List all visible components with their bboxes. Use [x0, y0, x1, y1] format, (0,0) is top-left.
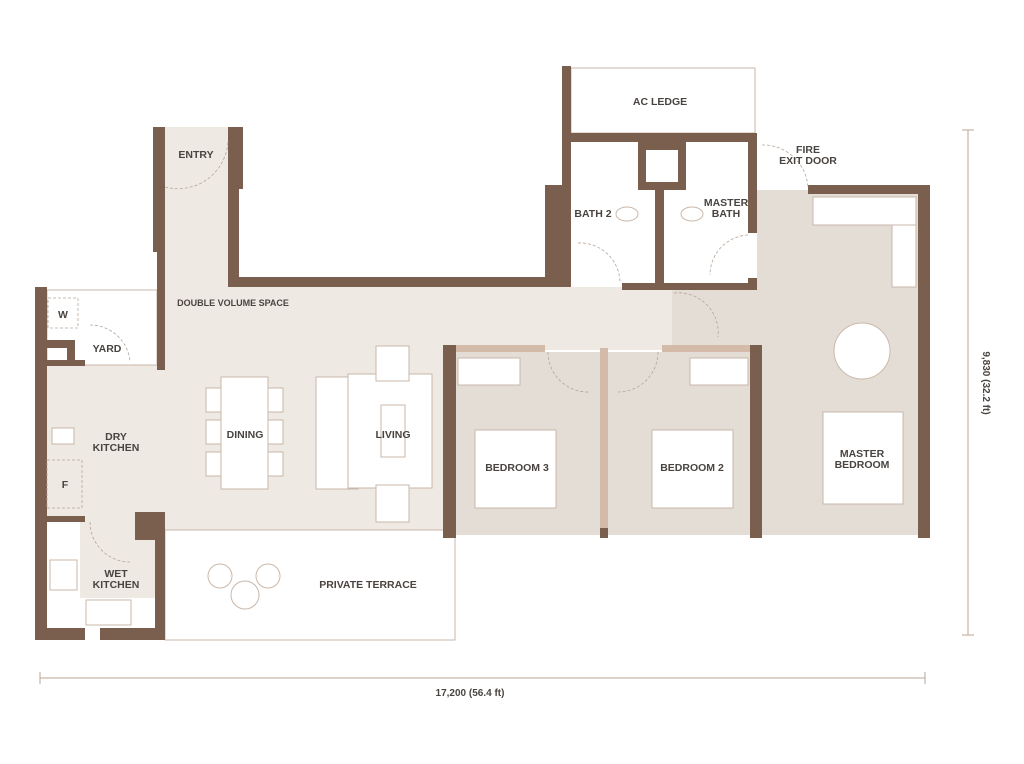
fridge: [46, 459, 83, 509]
toilet-master-bath: [680, 206, 704, 222]
master-bed: [822, 411, 904, 505]
dimension-depth: 9,830 (32.2 ft): [980, 351, 991, 414]
coffee-table: [380, 404, 406, 458]
label-living: LIVING: [375, 429, 410, 441]
toilet-bath2: [615, 206, 639, 222]
bed-2: [651, 429, 734, 509]
label-wet-kitchen-1: WET: [104, 568, 128, 580]
label-double-volume: DOUBLE VOLUME SPACE: [177, 298, 289, 308]
label-yard: YARD: [93, 343, 122, 355]
bed-3: [474, 429, 557, 509]
master-hall-floor: [672, 287, 757, 352]
entry-floor: [165, 127, 228, 287]
label-fire-exit-2: EXIT DOOR: [779, 155, 837, 167]
label-dry-kitchen-2: KITCHEN: [93, 442, 140, 454]
dimension-width: 17,200 (56.4 ft): [436, 688, 505, 699]
label-f: F: [62, 479, 69, 491]
label-entry: ENTRY: [178, 149, 213, 161]
washer: [47, 297, 79, 329]
label-ac-ledge: AC LEDGE: [633, 96, 687, 108]
wardrobe-2: [689, 357, 749, 386]
label-bath2: BATH 2: [574, 208, 611, 220]
furniture: [46, 139, 917, 626]
dimension-lines: [39, 129, 974, 684]
label-master-bath-2: BATH: [712, 208, 740, 220]
wet-sink: [85, 599, 132, 626]
label-master-bedroom-2: BEDROOM: [835, 459, 890, 471]
terrace-table: [230, 580, 260, 610]
label-private-terrace: PRIVATE TERRACE: [319, 579, 417, 591]
label-master-bedroom-1: MASTER: [840, 448, 885, 460]
wardrobe-3: [457, 357, 521, 386]
dining-table: [220, 376, 269, 490]
walk-in-wardrobe: [812, 196, 917, 226]
label-wet-kitchen-2: KITCHEN: [93, 579, 140, 591]
label-master-bath-1: MASTER: [704, 197, 749, 209]
label-w: W: [58, 309, 68, 321]
label-bedroom2: BEDROOM 2: [660, 462, 724, 474]
corridor-floor: [447, 287, 672, 350]
armchair: [833, 322, 891, 380]
label-dining: DINING: [227, 429, 264, 441]
label-fire-exit-1: FIRE: [796, 144, 820, 156]
walls: [35, 66, 930, 640]
sink: [51, 427, 75, 445]
label-bedroom3: BEDROOM 3: [485, 462, 549, 474]
label-dry-kitchen-1: DRY: [105, 431, 127, 443]
hob: [49, 559, 78, 591]
